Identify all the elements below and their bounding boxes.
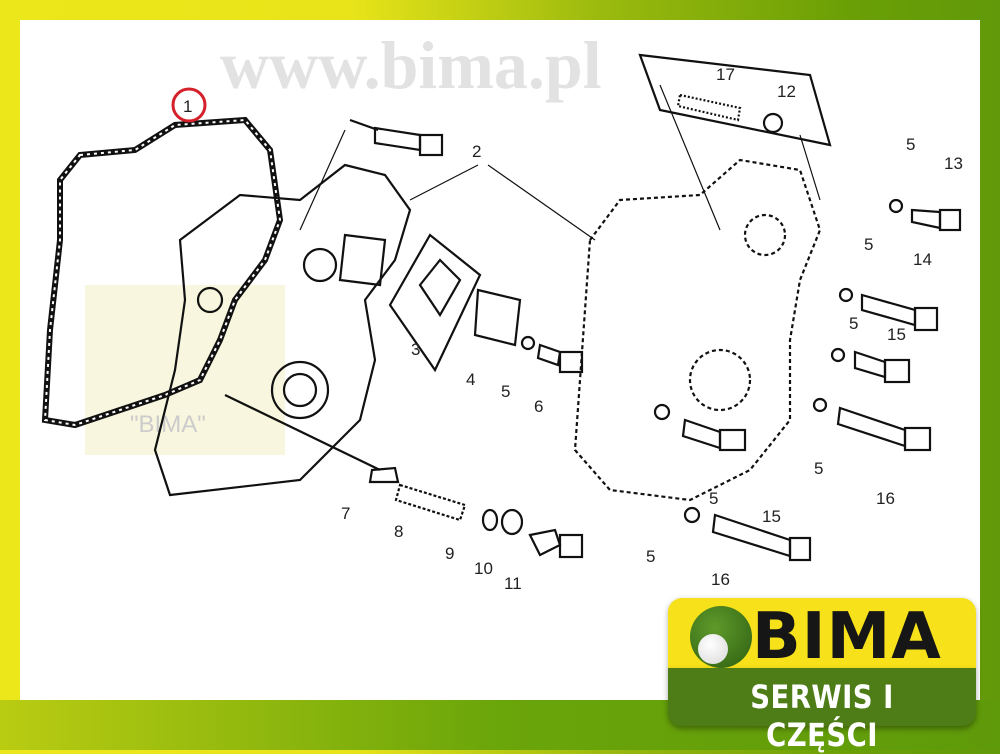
part-label: 5 [906, 135, 915, 154]
part-label: 9 [445, 544, 454, 563]
highlight-circle [171, 87, 207, 123]
part-label: 15 [762, 507, 781, 526]
logo-ball-highlight-icon [698, 634, 728, 664]
part-label: 7 [341, 504, 350, 523]
part-label: 16 [876, 489, 895, 508]
part-label: 12 [777, 82, 796, 101]
logo-bottom-band [668, 668, 976, 726]
part-label: 16 [711, 570, 730, 589]
rear-plate-part [573, 158, 822, 502]
part-label: 14 [913, 250, 932, 269]
part-label: 5 [864, 235, 873, 254]
part-label: 5 [646, 547, 655, 566]
part-label: 3 [411, 340, 420, 359]
front-cover-part [153, 163, 412, 497]
logo-name: BIMA [752, 600, 942, 674]
logo-tagline: SERWIS I CZĘŚCI [750, 678, 894, 754]
part-label: 2 [472, 142, 481, 161]
part-label: 13 [944, 154, 963, 173]
part-label: 1 [183, 97, 192, 116]
part-label: 15 [887, 325, 906, 344]
part-label: 4 [466, 370, 475, 389]
part-label: 8 [394, 522, 403, 541]
watermark-logo [85, 285, 285, 455]
part-label: 17 [716, 65, 735, 84]
part-label: 6 [534, 397, 543, 416]
part-label: 5 [501, 382, 510, 401]
part-label: 10 [474, 559, 493, 578]
part-label: 5 [849, 314, 858, 333]
watermark-brand: "BIMA" [130, 411, 206, 438]
part-labels: 1 2 17 12 5 13 5 14 5 15 3 4 5 6 5 16 7 … [183, 65, 963, 593]
watermark-url: www.bima.pl [220, 27, 602, 103]
part-label: 5 [709, 489, 718, 508]
bima-logo: BIMA SERWIS I CZĘŚCI [668, 598, 976, 754]
part-label: 5 [814, 459, 823, 478]
part-label: 11 [504, 574, 522, 593]
